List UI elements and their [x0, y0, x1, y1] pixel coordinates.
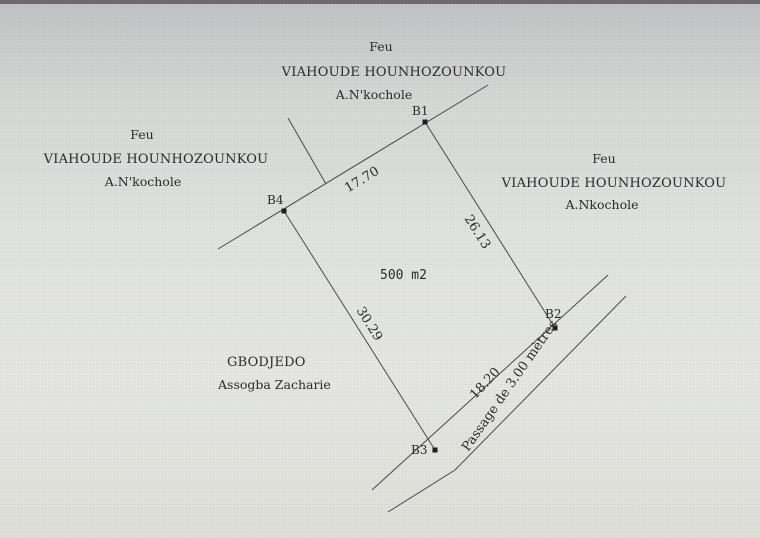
passage-inner-line [371, 274, 609, 491]
dimension-b4-b3: 30.29 [353, 304, 385, 344]
east-neighbor-prefix: Feu [592, 151, 615, 166]
passage-outer-line [387, 295, 627, 513]
point-label-b4: B4 [267, 193, 284, 207]
dimension-b1-b2: 26.13 [461, 212, 493, 252]
marker-b2-icon [552, 325, 558, 331]
marker-b1-icon [422, 119, 428, 125]
dimension-b4-b1: 17.70 [342, 164, 382, 196]
marker-b4-icon [281, 208, 287, 214]
point-label-b1: B1 [412, 104, 428, 118]
east-neighbor-name: VIAHOUDE HOUNHOZOUNKOU [501, 176, 727, 191]
west-neighbor-sub: A.N'kochole [104, 174, 181, 189]
southwest-neighbor-sub: Assogba Zacharie [217, 377, 331, 392]
east-neighbor-sub: A.Nkochole [564, 197, 638, 212]
marker-b3-icon [432, 447, 438, 453]
west-boundary-line [283, 210, 436, 451]
north-neighbor-prefix: Feu [369, 39, 392, 54]
parcel-area-label: 500 m2 [380, 268, 427, 283]
west-neighbor-divider-line [287, 117, 327, 185]
north-neighbor-sub: A.N'kochole [335, 87, 412, 102]
point-label-b2: B2 [545, 307, 561, 321]
east-boundary-line [424, 121, 556, 329]
west-neighbor-prefix: Feu [130, 127, 153, 142]
point-label-b3: B3 [411, 443, 427, 457]
north-neighbor-name: VIAHOUDE HOUNHOZOUNKOU [281, 65, 507, 80]
west-neighbor-name: VIAHOUDE HOUNHOZOUNKOU [43, 152, 269, 167]
southwest-neighbor-name: GBODJEDO [227, 355, 306, 370]
north-boundary-line [217, 84, 489, 250]
